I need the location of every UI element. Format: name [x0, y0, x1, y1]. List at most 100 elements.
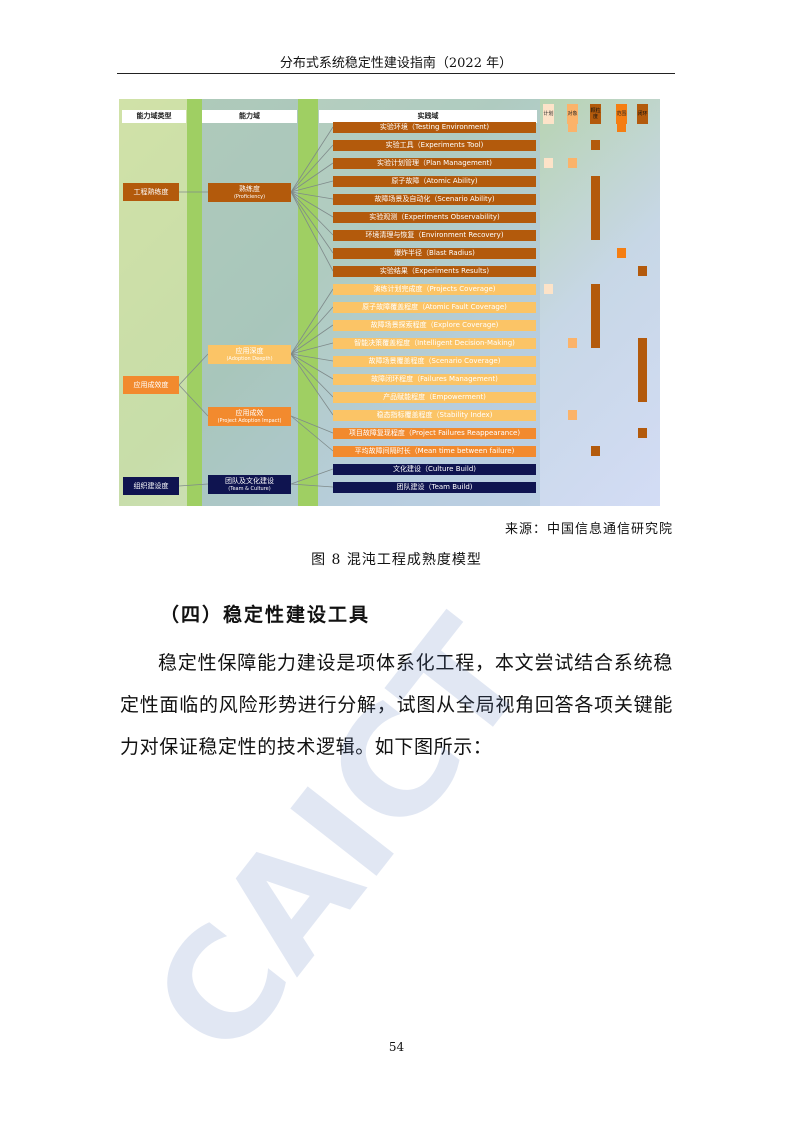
connector-line [290, 191, 334, 254]
section-heading: （四）稳定性建设工具 [160, 604, 371, 626]
practice-bar: 环境清理与恢复（Environment Recovery) [333, 230, 536, 241]
type-node: 组织建设度 [123, 477, 179, 495]
connector-line [290, 353, 334, 398]
dimension-marker [568, 158, 577, 168]
band-domain [202, 99, 298, 506]
domain-label: 应用深度 [235, 347, 264, 355]
connector-line [178, 384, 209, 417]
connector-line [290, 191, 334, 272]
practice-bar: 实验计划管理（Plan Management) [333, 158, 536, 169]
connector-line [290, 342, 334, 355]
practice-bar: 原子故障覆盖程度（Atomic Fault Coverage) [333, 302, 536, 313]
page-number: 54 [388, 1040, 405, 1054]
body-paragraph: 稳定性保障能力建设是项体系化工程，本文尝试结合系统稳定性面临的风险形势进行分解，… [120, 652, 673, 758]
domain-node: 应用深度(Adoption Deepth) [208, 345, 291, 364]
connector-line [290, 353, 334, 416]
connector-line [290, 191, 334, 236]
dimension-marker [568, 122, 577, 132]
practice-bar: 爆炸半径（Blast Radius) [333, 248, 536, 259]
domain-sublabel: (Team & Culture) [228, 486, 271, 492]
type-node: 工程熟练度 [123, 183, 179, 201]
type-label: 应用成效度 [133, 380, 169, 389]
domain-label: 团队及文化建设 [225, 477, 274, 485]
practice-bar: 产品赋能程度（Empowerment) [333, 392, 536, 403]
chaos-maturity-model-figure: 能力域类型 能力域 实践域 工程熟练度应用成效度组织建设度 熟练度(Profici… [119, 99, 660, 506]
domain-sublabel: (Proficiency) [233, 194, 266, 200]
connector-line [290, 353, 334, 380]
dimension-marker [591, 140, 600, 150]
connector-line [290, 126, 334, 193]
connector-line [178, 353, 209, 386]
running-header: 分布式系统稳定性建设指南（2022 年） [279, 56, 513, 71]
practice-bar: 故障场景探索程度（Explore Coverage) [333, 320, 536, 331]
dimension-marker [591, 446, 600, 456]
practice-bar: 故障闭环程度（Failures Management) [333, 374, 536, 385]
dimension-marker [591, 176, 600, 240]
connector-line [290, 483, 334, 488]
connector-lines [178, 126, 334, 488]
connector-line [178, 483, 209, 487]
figure-caption: 图 8 混沌工程成熟度模型 [311, 552, 482, 568]
connector-line [290, 180, 334, 193]
type-label: 组织建设度 [133, 481, 169, 490]
domain-label: 熟练度 [239, 185, 260, 193]
practice-bar: 项目故障复现程度（Project Failures Reappearance) [333, 428, 536, 439]
dimension-marker [638, 428, 647, 438]
practice-bar: 故障场景覆盖程度（Scenario Coverage) [333, 356, 536, 367]
practice-bar: 原子故障（Atomic Ability) [333, 176, 536, 187]
practice-bar: 实验结果（Experiments Results) [333, 266, 536, 277]
practice-bar: 文化建设（Culture Build) [333, 464, 536, 475]
header-rule [117, 73, 675, 74]
dimension-marker [638, 266, 647, 276]
connector-line [290, 468, 334, 485]
practice-bar: 团队建设（Team Build) [333, 482, 536, 493]
connector-line [290, 324, 334, 355]
dimension-header: 范围 [616, 104, 627, 124]
connector-line [290, 162, 334, 193]
domain-label: 应用成效 [235, 409, 264, 417]
domain-node: 熟练度(Proficiency) [208, 183, 291, 202]
band-type [119, 99, 187, 506]
practice-bar: 实验环境（Testing Environment) [333, 122, 536, 133]
practice-bar: 实验工具（Experiments Tool) [333, 140, 536, 151]
connector-line [290, 415, 334, 452]
practice-bar: 平均故障间隔时长（Mean time between failure) [333, 446, 536, 457]
dimension-marker [568, 410, 577, 420]
dimension-header: 闭环 [637, 104, 648, 124]
dimension-marker [544, 284, 553, 294]
practice-bar: 实验观测（Experiments Observability) [333, 212, 536, 223]
dimension-marker [638, 338, 647, 402]
dimension-header: 对象 [567, 104, 578, 124]
domain-sublabel: (Project Adoption Impact) [217, 418, 282, 424]
practice-bar: 演练计划完成度（Projects Coverage) [333, 284, 536, 295]
dimension-marker [617, 248, 626, 258]
dimension-marker [544, 158, 553, 168]
band-sep-1 [187, 99, 202, 506]
figure-source: 来源：中国信息通信研究院 [504, 522, 673, 537]
domain-node: 团队及文化建设(Team & Culture) [208, 475, 291, 494]
dimension-marker [568, 338, 577, 348]
type-label: 工程熟练度 [133, 187, 169, 196]
connector-line [290, 415, 334, 434]
practice-bar: 稳态指标覆盖程度（Stability Index) [333, 410, 536, 421]
domain-node: 应用成效(Project Adoption Impact) [208, 407, 291, 426]
band-sep-2 [298, 99, 318, 506]
dimension-header: 计划 [543, 104, 554, 124]
dimension-marker [591, 284, 600, 348]
practice-bar: 智能决策覆盖程度（Intelligent Decision-Making) [333, 338, 536, 349]
domain-sublabel: (Adoption Deepth) [226, 356, 273, 362]
col-head-practice: 实践域 [319, 110, 537, 123]
connector-line [290, 306, 334, 355]
connector-line [290, 353, 334, 362]
dimension-marker [617, 122, 626, 132]
connector-line [290, 191, 334, 218]
practice-bar: 故障场景及自动化（Scenario Ability) [333, 194, 536, 205]
connector-line [290, 144, 334, 193]
dimension-header: 颗粒度 [590, 104, 601, 124]
type-node: 应用成效度 [123, 376, 179, 394]
col-head-domain: 能力域 [202, 110, 297, 123]
col-head-type: 能力域类型 [122, 110, 186, 123]
connector-line [290, 191, 334, 200]
connector-line [290, 288, 334, 355]
